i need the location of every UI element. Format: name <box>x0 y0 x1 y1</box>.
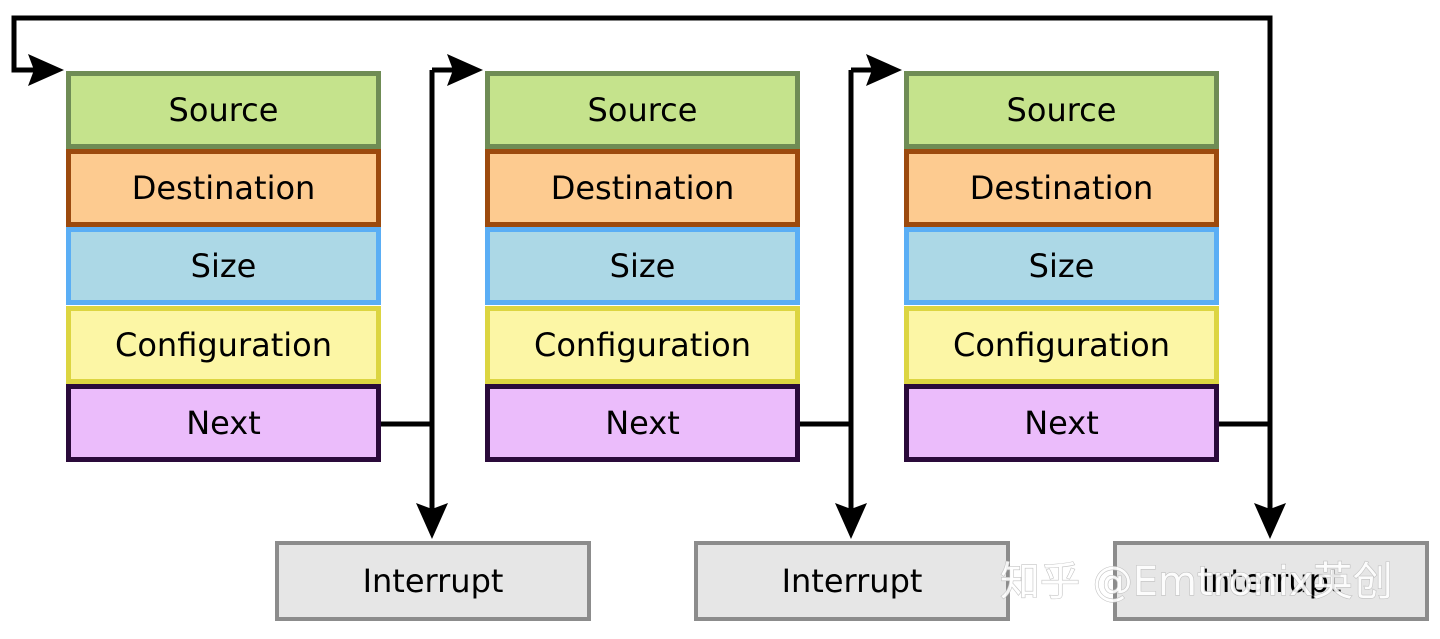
field-source-label: Source <box>1007 91 1117 129</box>
field-configuration-label: Configuration <box>534 326 751 364</box>
field-configuration-box <box>904 306 1219 384</box>
field-configuration-box <box>66 306 381 384</box>
interrupt-label: Interrupt <box>363 562 504 600</box>
arrow-to-interrupt-1 <box>416 503 448 539</box>
field-source-box <box>66 71 381 149</box>
field-next-label: Next <box>1024 404 1099 442</box>
interrupt-2: Interrupt <box>694 541 1010 621</box>
arrow-to-interrupt-2 <box>835 503 867 539</box>
field-configuration-label: Configuration <box>115 326 332 364</box>
interrupt-label: Interrupt <box>1201 562 1342 600</box>
loopback-line <box>11 15 1273 511</box>
field-next-box <box>485 384 800 462</box>
field-next-box <box>66 384 381 462</box>
interrupt-3: Interrupt <box>1113 541 1429 621</box>
field-destination-box <box>66 149 381 227</box>
arrow-to-descriptor-2 <box>447 54 483 86</box>
descriptor-group: SourceDestinationSizeConfigurationNextSo… <box>66 71 1219 462</box>
field-size-label: Size <box>1029 247 1095 285</box>
field-size-box <box>485 227 800 305</box>
field-next-box <box>904 384 1219 462</box>
connector-lines <box>11 15 1286 539</box>
field-size-box <box>66 227 381 305</box>
interrupt-box <box>1113 541 1429 621</box>
arrow-to-interrupt-3 <box>1254 503 1286 539</box>
watermark-text: 知乎 @Emtronix英创 <box>1000 559 1393 605</box>
interrupt-box <box>275 541 591 621</box>
interrupt-group: Interrupt Interrupt Interrupt <box>275 541 1429 621</box>
field-size-label: Size <box>191 247 257 285</box>
field-destination-box <box>485 149 800 227</box>
field-next-label: Next <box>605 404 680 442</box>
field-size-label: Size <box>610 247 676 285</box>
field-source-label: Source <box>588 91 698 129</box>
interrupt-1: Interrupt <box>275 541 591 621</box>
field-destination-label: Destination <box>132 169 316 207</box>
field-source-box <box>904 71 1219 149</box>
field-destination-label: Destination <box>970 169 1154 207</box>
field-next-label: Next <box>186 404 261 442</box>
field-source-label: Source <box>169 91 279 129</box>
field-size-box <box>904 227 1219 305</box>
arrow-to-descriptor-3 <box>866 54 902 86</box>
field-source-box <box>485 71 800 149</box>
interrupt-box <box>694 541 1010 621</box>
interrupt-label: Interrupt <box>782 562 923 600</box>
field-destination-box <box>904 149 1219 227</box>
field-configuration-label: Configuration <box>953 326 1170 364</box>
arrow-to-descriptor-1 <box>28 54 64 86</box>
field-configuration-box <box>485 306 800 384</box>
field-destination-label: Destination <box>551 169 735 207</box>
